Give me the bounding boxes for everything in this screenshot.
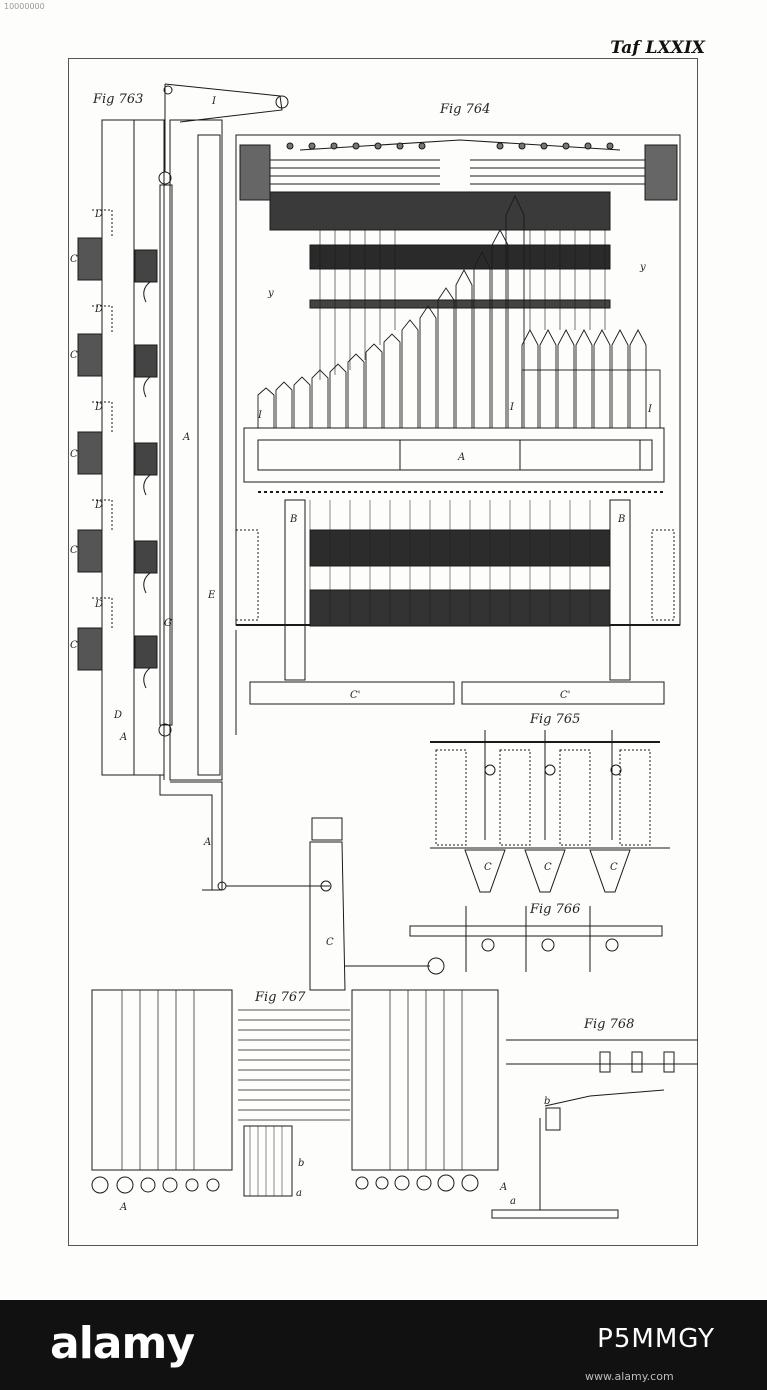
svg-text:C: C — [484, 862, 492, 873]
fig-768-label: Fig 768 — [584, 1017, 635, 1032]
svg-text:C: C — [70, 254, 78, 265]
brand-logo[interactable]: alamy — [50, 1318, 195, 1369]
svg-text:C: C — [70, 640, 78, 651]
svg-text:D: D — [94, 402, 103, 413]
svg-text:G: G — [164, 618, 172, 629]
svg-text:B: B — [289, 514, 297, 525]
svg-text:A: A — [119, 1202, 127, 1213]
fig-763-label: Fig 763 — [93, 92, 144, 107]
engraving-drawing: I DC DC DC DC DC AE DA GA C yy AI II BB … — [70, 83, 698, 1219]
svg-text:a: a — [510, 1196, 516, 1207]
svg-text:A: A — [182, 432, 190, 443]
svg-text:b: b — [544, 1096, 550, 1107]
svg-text:A: A — [203, 837, 211, 848]
svg-text:I: I — [647, 404, 653, 415]
svg-text:C: C — [70, 545, 78, 556]
fig-765-label: Fig 765 — [530, 712, 581, 727]
svg-text:E: E — [207, 590, 216, 601]
fig-768-drawing — [491, 1039, 698, 1219]
svg-text:I: I — [257, 410, 263, 421]
scan-tag: 10000000 — [4, 2, 45, 11]
svg-text:b: b — [298, 1158, 304, 1169]
fig-767-drawing — [91, 989, 499, 1197]
svg-text:C': C' — [350, 690, 360, 701]
svg-text:B: B — [617, 514, 625, 525]
stock-url[interactable]: www.alamy.com — [585, 1370, 674, 1383]
svg-text:a: a — [296, 1188, 302, 1199]
svg-text:C: C — [70, 449, 78, 460]
fig-763-drawing — [77, 83, 445, 991]
svg-text:D: D — [94, 599, 103, 610]
svg-text:D: D — [94, 304, 103, 315]
svg-text:C: C — [610, 862, 618, 873]
fig-766-drawing — [409, 906, 663, 972]
svg-text:A: A — [499, 1182, 507, 1193]
svg-text:A: A — [457, 452, 465, 463]
fig-764-label: Fig 764 — [440, 102, 491, 117]
svg-text:C: C — [326, 937, 334, 948]
plate-border — [68, 58, 698, 1246]
svg-text:I: I — [509, 402, 515, 413]
engraved-plate: 10000000 Taf LXXIX Fig 763 Fig 764 Fig 7… — [4, 2, 705, 1246]
svg-text:D: D — [94, 500, 103, 511]
plate-title: Taf LXXIX — [610, 38, 705, 58]
fig-767-label: Fig 767 — [255, 990, 306, 1005]
svg-text:D: D — [94, 209, 103, 220]
svg-text:C': C' — [560, 690, 570, 701]
svg-text:C: C — [70, 350, 78, 361]
fig-765-drawing — [430, 730, 670, 893]
svg-text:C: C — [544, 862, 552, 873]
fig-766-label: Fig 766 — [530, 902, 581, 917]
svg-text:D: D — [113, 710, 122, 721]
svg-text:y: y — [639, 262, 646, 273]
svg-text:y: y — [267, 288, 274, 299]
svg-text:I: I — [211, 96, 217, 107]
fig-764-drawing — [235, 134, 681, 735]
svg-text:A: A — [119, 732, 127, 743]
stock-banner — [0, 1300, 767, 1390]
image-id: P5MMGY — [597, 1324, 715, 1354]
